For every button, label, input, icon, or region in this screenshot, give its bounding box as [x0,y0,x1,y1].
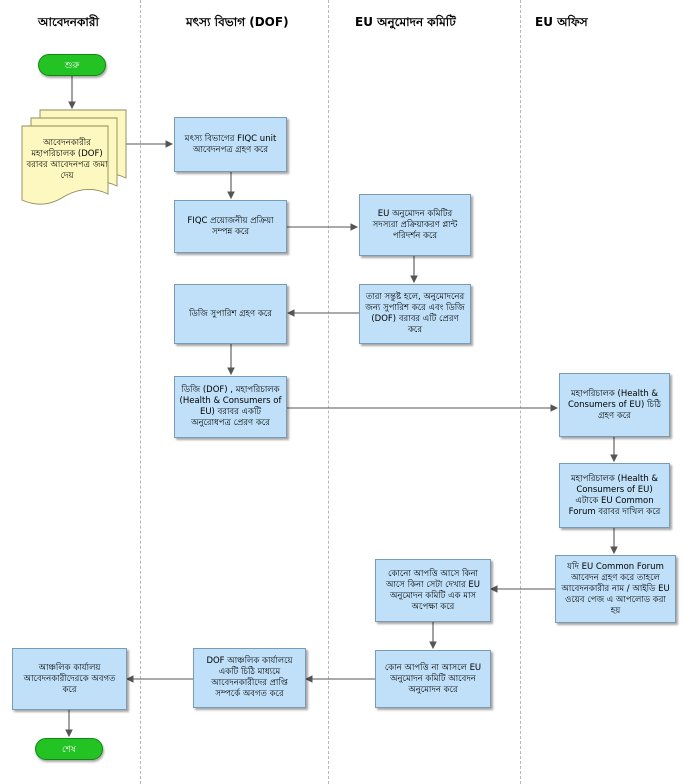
committee-recommend-box: তারা সন্তুষ্ট হলে, অনুমোদনের জন্য সুপারি… [359,284,471,344]
dof-inform-box: DOF আঞ্চলিক কার্যালয়ে একটি চিঠি মাধ্যমে… [193,648,306,708]
eu-receive-box: মহাপরিচালক (Health & Consumers of EU) চি… [559,373,670,437]
lane-title-applicant: আবেদনকারী [38,15,99,29]
eu-forum-box: মহাপরিচালক (Health & Consumers of EU) এট… [559,463,670,528]
fiqc-process-box: FIQC প্রয়োজনীয় প্রক্রিয়া সম্পন্ন করে [174,200,287,253]
lane-title-dof: মৎস্য বিভাগ (DOF) [186,15,289,29]
dg-receive-box: ডিজি সুপারিশ গ্রহণ করে [174,284,287,344]
committee-wait-box: কোনো আপত্তি আসে কিনা আসে কিনা সেটা দেখার… [375,559,491,622]
document-stack-shape [21,109,127,205]
lane-divider-2 [328,0,329,784]
committee-approve-box: কোন আপত্তি না আসলে EU অনুমোদন কমিটি আবেদ… [375,650,491,708]
lane-divider-1 [140,0,141,784]
dg-send-box: ডিজি (DOF) , মহাপরিচালক (Health & Consum… [174,376,287,438]
lane-title-eu-committee: EU অনুমোদন কমিটি [355,15,456,29]
lane-divider-3 [520,0,521,784]
lane-title-eu-office: EU অফিস [535,15,588,29]
committee-inspect-box: EU অনুমোদন কমিটির সদস্যরা প্রক্রিয়াকরণ … [359,194,471,256]
end-terminator: শেষ [35,738,103,760]
applicant-submit-text: আবেদনকারীর মহাপরিচালক (DOF) বরাবর আবেদনপ… [26,138,108,181]
fiqc-receive-box: মৎস্য বিভাগের FIQC unit আবেদনপত্র গ্রহণ … [174,117,287,172]
eu-upload-box: যদি EU Common Forum আবেদন গ্রহণ করে তাহল… [555,555,676,623]
start-terminator: শুরু [38,54,106,76]
regional-inform-box: আঞ্চলিক কার্যালয় আবেদনকারীদেরকে অবগত কর… [12,648,127,710]
